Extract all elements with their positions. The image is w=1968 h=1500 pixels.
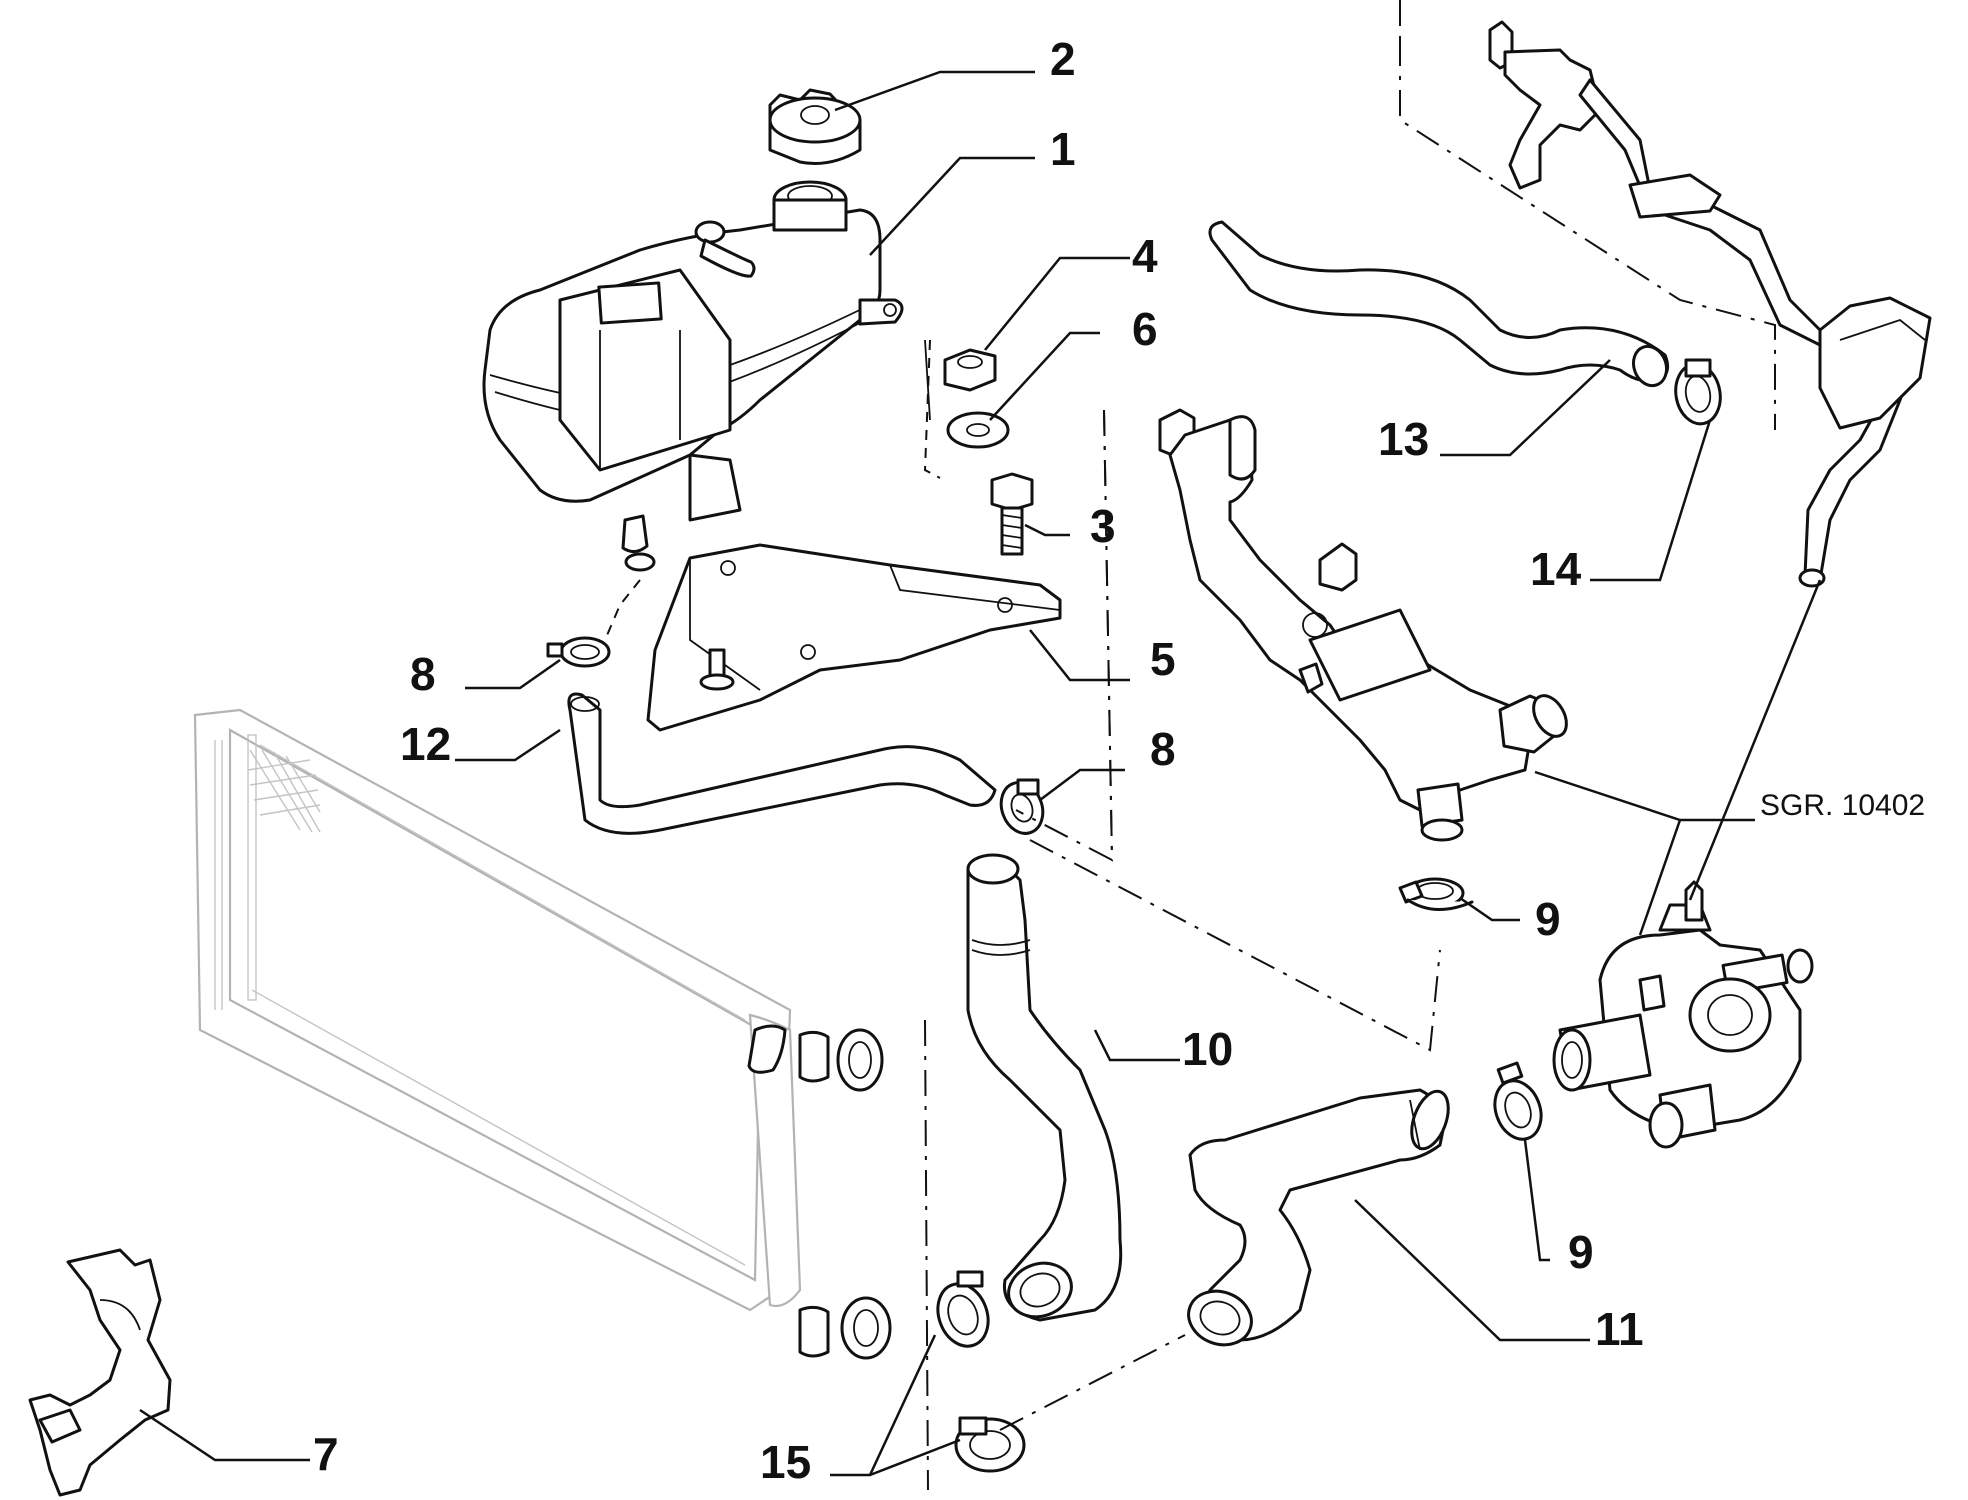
callout-14: 14 (1530, 543, 1582, 595)
hose-10 (966, 853, 1123, 1322)
bolt-3 (990, 472, 1034, 556)
expansion-tank (482, 180, 904, 572)
filler-cap (768, 88, 862, 165)
hose-12 (567, 692, 997, 835)
hose-support-bracket (28, 1248, 172, 1497)
radiator-pipes (747, 1024, 892, 1360)
hose-clamp-8a (546, 636, 611, 668)
radiator (193, 708, 802, 1312)
leader-lines (139, 70, 1822, 1477)
nut-4 (943, 348, 997, 392)
callout-1: 1 (1050, 123, 1076, 175)
callout-2: 2 (1050, 33, 1076, 85)
callout-8-lower: 8 (1150, 723, 1176, 775)
hose-clamp-15b (954, 1416, 1026, 1473)
hose-clamp-8b (999, 778, 1045, 835)
callout-labels: 2 1 4 6 3 5 8 12 8 13 14 9 10 9 11 7 15 … (313, 33, 1925, 1488)
hose-clamp-15a (936, 1270, 990, 1348)
callout-5: 5 (1150, 633, 1176, 685)
callout-15: 15 (760, 1436, 811, 1488)
hose-clamp-9b (1493, 1061, 1543, 1141)
reference-code: SGR. 10402 (1760, 789, 1925, 822)
callout-12: 12 (400, 718, 451, 770)
callout-9-upper: 9 (1535, 893, 1561, 945)
callout-8-upper: 8 (410, 648, 436, 700)
callout-10: 10 (1182, 1023, 1233, 1075)
callout-6: 6 (1132, 303, 1158, 355)
hose-clamp-9a (1398, 877, 1474, 912)
dashed-guides (604, 0, 1776, 1491)
callout-7: 7 (313, 1428, 339, 1480)
callout-11: 11 (1595, 1303, 1644, 1355)
hose-clamp-14 (1674, 358, 1722, 426)
washer-6 (946, 411, 1010, 449)
coolant-pipe-assembly (1488, 20, 1932, 588)
hose-11 (1187, 1088, 1450, 1347)
callout-4: 4 (1132, 230, 1158, 282)
thermostat-housing (1552, 880, 1814, 1149)
callout-9-lower: 9 (1568, 1226, 1594, 1278)
callout-13: 13 (1378, 413, 1429, 465)
hose-13 (1208, 220, 1670, 388)
mounting-bracket (646, 543, 1062, 732)
callout-3: 3 (1090, 500, 1116, 552)
coolant-outlet-housing (1158, 408, 1568, 842)
